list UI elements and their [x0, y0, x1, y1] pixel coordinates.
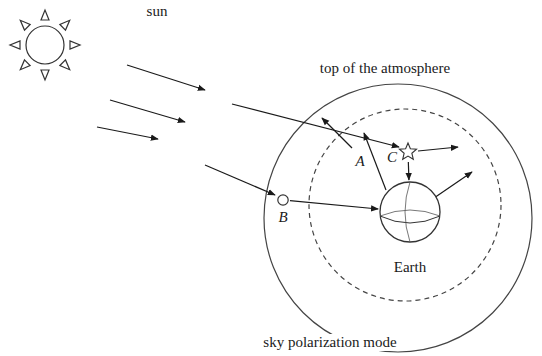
light-rays	[97, 65, 399, 195]
node-label: C	[387, 149, 397, 166]
node-label: B	[278, 209, 287, 226]
node-label: Earth	[394, 259, 426, 276]
node-outline	[399, 143, 417, 161]
text-label: sun	[147, 3, 168, 20]
point-marker: B	[277, 194, 289, 206]
ray-arrow	[290, 201, 378, 209]
star-marker: C	[399, 143, 417, 161]
node-outline	[277, 194, 289, 206]
atmosphere-outline	[264, 84, 532, 352]
node-outline	[379, 181, 441, 243]
ray-arrow	[408, 162, 410, 180]
text-label: top of the atmosphere	[320, 60, 450, 77]
text-label: A	[355, 153, 364, 170]
earth-globe: Earth	[379, 181, 441, 243]
sun-symbol	[10, 10, 80, 80]
text-label: sky polarization mode	[261, 334, 398, 351]
